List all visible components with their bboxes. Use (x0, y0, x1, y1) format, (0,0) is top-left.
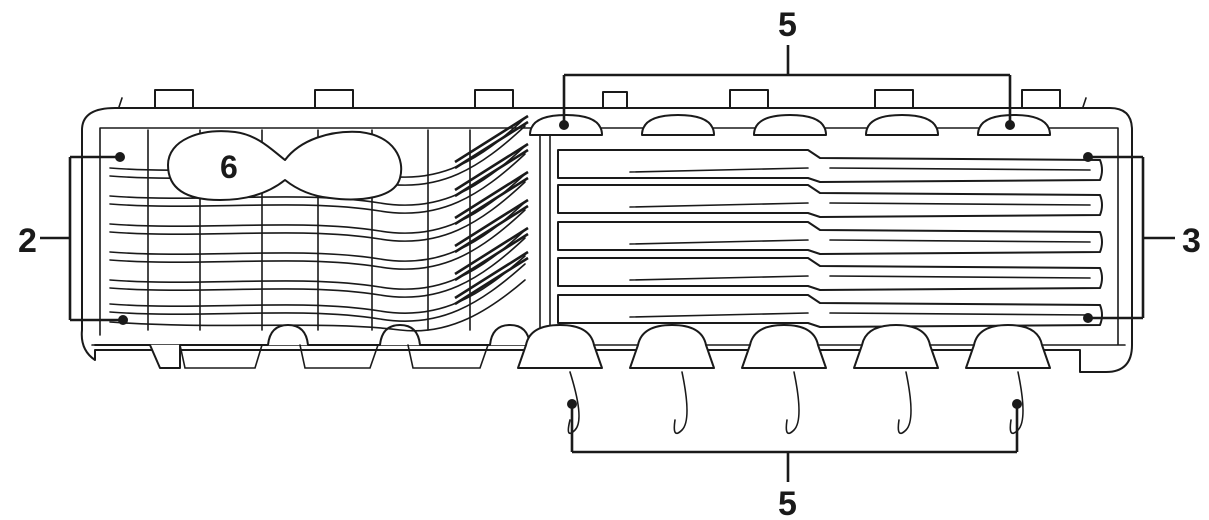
label-6: 6 (220, 149, 238, 185)
callout-leaders (40, 45, 1175, 482)
fork-tines (454, 114, 529, 306)
label-5-bottom: 5 (778, 485, 797, 520)
bottom-holders (517, 324, 1051, 435)
label-3: 3 (1182, 222, 1201, 260)
tray-top-tabs (117, 89, 1087, 113)
label-5-top: 5 (778, 6, 797, 44)
large-utensil-6 (167, 130, 403, 201)
top-holders (529, 114, 1051, 136)
label-2: 2 (18, 222, 37, 260)
right-knife-set (557, 149, 1103, 328)
tray-bottom-rail (94, 324, 531, 369)
